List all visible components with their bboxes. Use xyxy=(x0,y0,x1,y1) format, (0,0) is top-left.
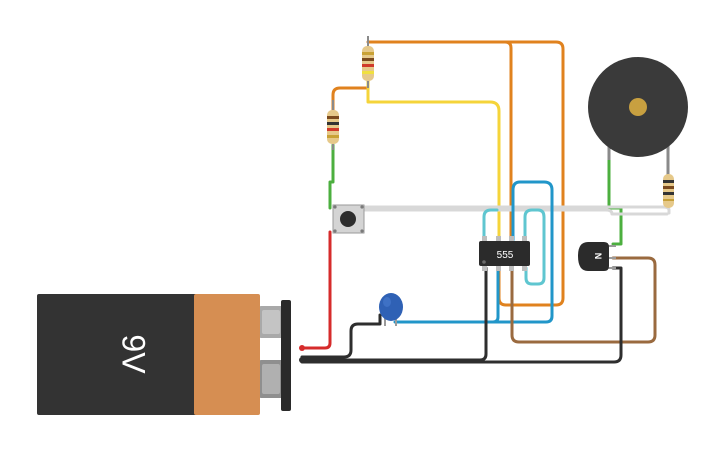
wire-black-transistor[interactable] xyxy=(300,266,623,364)
wire-green-left[interactable] xyxy=(328,143,335,210)
resistor-icon[interactable] xyxy=(663,174,674,208)
resistor-icon[interactable] xyxy=(362,36,374,88)
wire-teal-left[interactable] xyxy=(482,208,499,242)
piezo-buzzer-icon[interactable] xyxy=(588,57,688,180)
wire-teal-right[interactable] xyxy=(523,208,546,286)
transistor-npn-icon[interactable]: N xyxy=(578,242,616,271)
wire-blue-loop[interactable] xyxy=(395,180,554,324)
wire-black-555[interactable] xyxy=(300,266,488,362)
ic-555-icon[interactable]: 555 xyxy=(479,236,530,271)
battery-9v-icon[interactable]: 9V xyxy=(37,294,305,415)
capacitor-icon[interactable] xyxy=(379,293,403,326)
wire-orange-left[interactable] xyxy=(331,78,370,112)
wire-red[interactable] xyxy=(300,230,332,350)
push-button-icon[interactable] xyxy=(332,204,365,234)
ic-label: 555 xyxy=(497,250,514,261)
wire-green-right[interactable] xyxy=(607,156,623,246)
wire-white-2[interactable] xyxy=(361,208,669,216)
wire-black-cap[interactable] xyxy=(300,313,382,359)
battery-label: 9V xyxy=(116,334,152,374)
transistor-label: N xyxy=(593,253,603,260)
wire-orange-right[interactable] xyxy=(497,40,565,307)
wire-blue-inner[interactable] xyxy=(393,266,500,324)
resistor-icon[interactable] xyxy=(327,100,339,150)
wire-yellow[interactable] xyxy=(366,80,501,242)
wire-brown[interactable] xyxy=(510,256,657,344)
wires xyxy=(300,40,671,364)
